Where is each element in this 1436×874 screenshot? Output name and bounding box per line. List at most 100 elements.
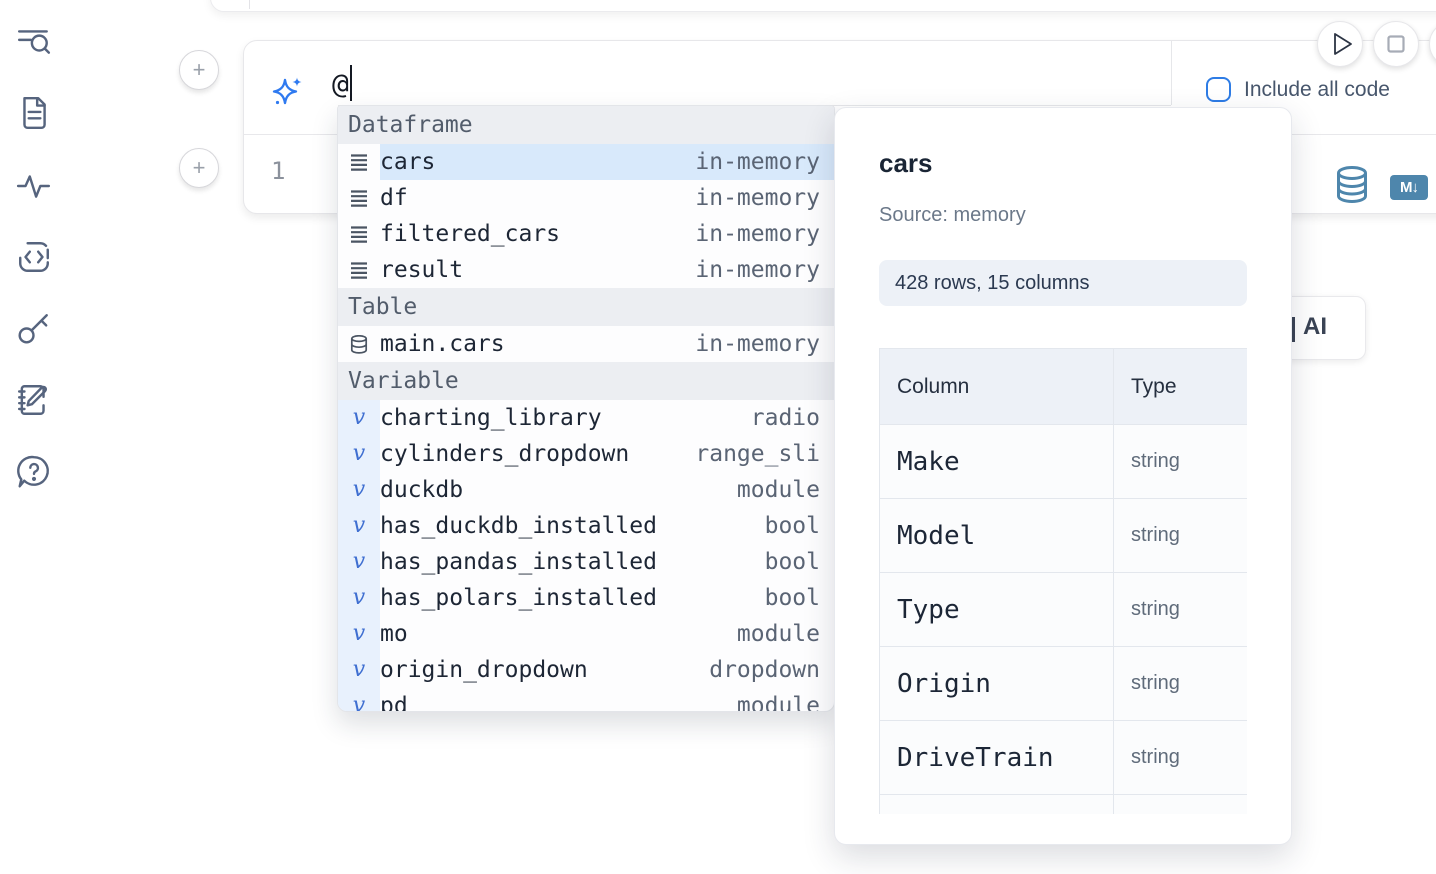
- key-icon: [18, 314, 48, 344]
- variable-icon: v: [352, 621, 366, 646]
- line-number: 1: [271, 157, 286, 185]
- scratchpad-icon: [17, 385, 47, 415]
- code-editor-row[interactable]: 1 M↓: [244, 135, 1436, 212]
- schema-column-type: string: [1113, 424, 1247, 499]
- dataframe-rows-icon: [351, 189, 367, 207]
- stop-icon: [1387, 35, 1405, 53]
- variable-icon: v: [352, 405, 366, 430]
- sidebar-item-activity[interactable]: [16, 166, 56, 206]
- database-icon[interactable]: [1334, 165, 1370, 205]
- ai-prompt-input[interactable]: @: [332, 67, 349, 100]
- include-all-code-checkbox[interactable]: [1206, 77, 1231, 102]
- schema-column-type: string: [1113, 572, 1247, 647]
- activity-icon: [16, 175, 51, 198]
- previous-cell-remnant: [210, 0, 1436, 12]
- prompt-divider-vertical: [1171, 41, 1172, 105]
- preview-source: Source: memory: [879, 204, 1026, 226]
- variable-icon: v: [352, 513, 366, 538]
- completion-item-type: bool: [764, 585, 820, 611]
- dataframe-rows-icon: [351, 153, 367, 171]
- preview-title: cars: [879, 148, 933, 178]
- completion-item-result[interactable]: result in-memory: [338, 252, 834, 288]
- completion-item-name: cylinders_dropdown: [380, 441, 630, 467]
- schema-column-type: string: [1113, 646, 1247, 721]
- completion-item-name: has_polars_installed: [380, 585, 657, 611]
- completion-section-header: Variable: [338, 362, 834, 400]
- completion-item-name: filtered_cars: [380, 221, 561, 247]
- stop-button[interactable]: [1373, 21, 1419, 67]
- completion-item-name: has_pandas_installed: [380, 549, 657, 575]
- sidebar-item-scratchpad[interactable]: [16, 380, 56, 420]
- completion-item-type: range_sli: [695, 441, 820, 467]
- variable-icon: v: [352, 441, 366, 466]
- completion-item-type: module: [736, 477, 820, 503]
- dataframe-rows-icon: [351, 261, 367, 279]
- clipped-letter: [1291, 317, 1295, 342]
- variable-icon: v: [352, 585, 366, 610]
- play-icon: [1334, 33, 1352, 55]
- sidebar-item-key[interactable]: [16, 308, 56, 348]
- completion-item-type: in-memory: [695, 185, 820, 211]
- completion-section-header: Table: [338, 288, 834, 326]
- completion-item-has_duckdb_installed[interactable]: v has_duckdb_installed bool: [338, 508, 834, 544]
- completion-item-filtered_cars[interactable]: filtered_cars in-memory: [338, 216, 834, 252]
- completion-item-name: result: [380, 257, 464, 283]
- schema-column-type: string: [1113, 498, 1247, 573]
- variable-icon: v: [352, 693, 366, 712]
- sidebar-item-code-snippet[interactable]: [16, 237, 56, 277]
- completion-item-name: origin_dropdown: [380, 657, 588, 683]
- include-all-code-group: Include all code: [1206, 77, 1390, 102]
- completion-item-type: module: [736, 621, 820, 647]
- previous-cell-divider: [249, 0, 250, 9]
- completion-item-type: bool: [764, 513, 820, 539]
- include-all-code-label: Include all code: [1244, 77, 1390, 101]
- markdown-convert-icon[interactable]: M↓: [1390, 175, 1428, 200]
- add-cell-button-bottom[interactable]: +: [179, 148, 219, 188]
- completion-item-name: charting_library: [380, 405, 602, 431]
- dataframe-preview-panel: cars Source: memory 428 rows, 15 columns…: [834, 107, 1292, 845]
- run-cell-button[interactable]: [1317, 21, 1363, 67]
- completion-item-type: in-memory: [695, 221, 820, 247]
- completion-item-type: module: [736, 693, 820, 712]
- schema-row: [879, 794, 1247, 814]
- dataframe-rows-icon: [351, 225, 367, 243]
- schema-column-name: Origin: [879, 646, 1114, 721]
- schema-column-name: Type: [879, 572, 1114, 647]
- text-cursor: [350, 65, 352, 101]
- schema-header-type: Type: [1113, 348, 1247, 425]
- sidebar-item-file-search[interactable]: [16, 22, 56, 62]
- completion-item-cylinders_dropdown[interactable]: v cylinders_dropdown range_sli: [338, 436, 834, 472]
- sidebar-item-help-chat[interactable]: [16, 452, 56, 492]
- completion-item-type: in-memory: [695, 257, 820, 283]
- completion-item-has_polars_installed[interactable]: v has_polars_installed bool: [338, 580, 834, 616]
- add-cell-button-top[interactable]: +: [179, 50, 219, 90]
- variable-icon: v: [352, 549, 366, 574]
- completion-item-name: cars: [380, 149, 436, 175]
- completion-item-name: has_duckdb_installed: [380, 513, 657, 539]
- schema-column-name: Model: [879, 498, 1114, 573]
- database-icon: [350, 334, 368, 354]
- code-snippet-icon: [19, 242, 49, 272]
- schema-column-name: Make: [879, 424, 1114, 499]
- schema-column-name: DriveTrain: [879, 720, 1114, 795]
- completion-item-type: in-memory: [695, 331, 820, 357]
- sidebar-item-document[interactable]: [16, 93, 56, 133]
- schema-column-type: string: [1113, 720, 1247, 795]
- completion-item-name: pd: [380, 693, 408, 712]
- schema-column-type: [1113, 794, 1247, 814]
- variable-icon: v: [352, 477, 366, 502]
